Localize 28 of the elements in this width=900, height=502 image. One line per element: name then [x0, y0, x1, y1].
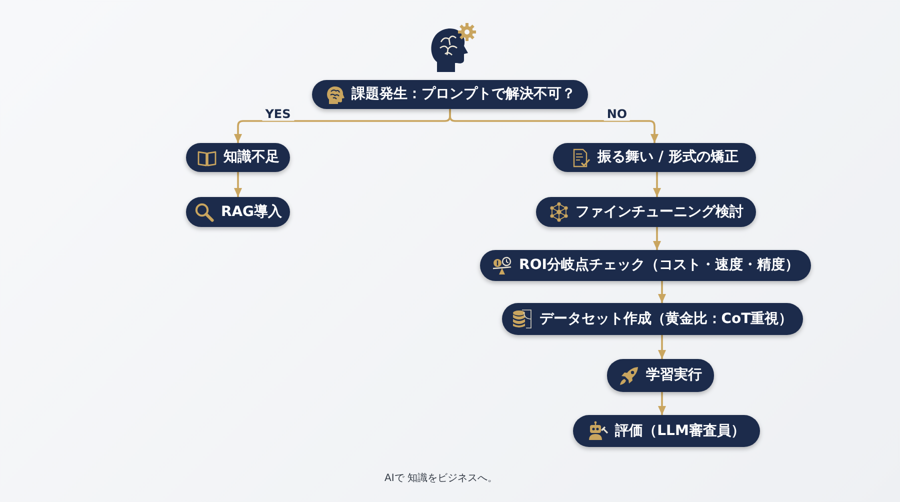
step-label: 課題発生：プロンプトで解決不可？: [352, 86, 576, 103]
step-box: [502, 303, 803, 335]
step-label: ROI分岐点チェック（コスト・速度・精度）: [519, 257, 799, 274]
step-box: [480, 250, 811, 281]
step-label: 振る舞い / 形式の矯正: [598, 149, 738, 166]
step-box: [553, 143, 756, 172]
arrow: [658, 335, 666, 359]
arrow: [658, 392, 666, 415]
step-box: [607, 359, 714, 392]
step-label: 評価（LLM審査員）: [615, 422, 745, 440]
step-box: [573, 415, 760, 447]
step-box: [186, 197, 290, 227]
arrow: [653, 172, 661, 197]
step-box: [536, 197, 756, 227]
edge-label: NO: [604, 106, 630, 122]
arrow: [234, 172, 242, 197]
question-box: [312, 80, 588, 109]
step-label: 知識不足: [224, 149, 280, 166]
step-box: [186, 143, 290, 172]
tagline: AIで 知識をビジネスへ。: [384, 473, 498, 485]
arrow: [658, 281, 666, 303]
step-label: データセット作成（黄金比：CoT重視）: [539, 310, 793, 328]
arrow: [449, 109, 658, 143]
step-label: 学習実行: [646, 367, 702, 384]
arrow: [653, 227, 661, 250]
edge-label: YES: [262, 106, 294, 122]
step-label: RAG導入: [220, 204, 282, 220]
step-label: ファインチューニング検討: [576, 204, 744, 220]
